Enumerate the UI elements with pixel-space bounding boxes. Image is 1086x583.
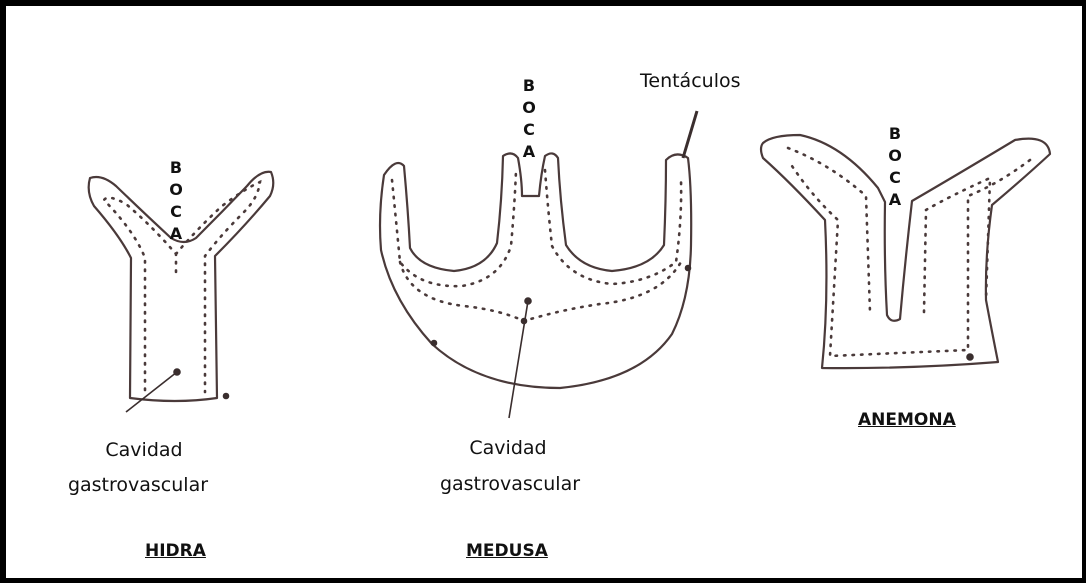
anemona-mouth-letter: A	[887, 192, 903, 214]
medusa-mouth-letter: C	[521, 122, 537, 144]
hidra-cavity-pointer	[126, 372, 177, 412]
medusa-cavity-label-line2: gastrovascular	[410, 468, 610, 501]
hidra-mouth-letter: O	[168, 182, 184, 204]
hidra-mouth-label: B O C A	[168, 160, 184, 248]
medusa-title: MEDUSA	[466, 541, 548, 561]
anemona-mouth-letter: C	[887, 170, 903, 192]
hidra-mouth-letter: B	[168, 160, 184, 182]
medusa-mouth-label: B O C A	[521, 78, 537, 166]
medusa-cavity-dots-lower	[400, 262, 681, 321]
tentacles-pointer	[683, 111, 697, 158]
hidra-title: HIDRA	[145, 541, 206, 561]
medusa-outline	[380, 153, 691, 388]
hidra-mouth-letter: C	[168, 204, 184, 226]
tentacles-label: Tentáculos	[640, 72, 741, 91]
anemona-mouth-letter: B	[887, 126, 903, 148]
medusa-mouth-letter: A	[521, 144, 537, 166]
anemona-mouth-letter: O	[887, 148, 903, 170]
medusa-cavity-dots	[392, 170, 681, 286]
anemona-title: ANEMONA	[858, 410, 956, 430]
medusa-cavity-label: Cavidad	[438, 432, 578, 465]
hidra-mouth-letter: A	[168, 226, 184, 248]
anemona-mouth-label: B O C A	[887, 126, 903, 214]
hidra-cavity-label-line2: gastrovascular	[38, 469, 238, 502]
hidra-cavity-label-line1: Cavidad	[74, 434, 214, 467]
medusa-mouth-letter: B	[521, 78, 537, 100]
medusa-cavity-label-line1: Cavidad	[438, 432, 578, 465]
hidra-cavity-label: Cavidad	[74, 434, 214, 467]
anemona-outline	[761, 135, 1050, 368]
medusa-mouth-letter: O	[521, 100, 537, 122]
medusa-cavity-label-2: gastrovascular	[410, 468, 610, 501]
hidra-cavity-label-2: gastrovascular	[38, 469, 238, 502]
